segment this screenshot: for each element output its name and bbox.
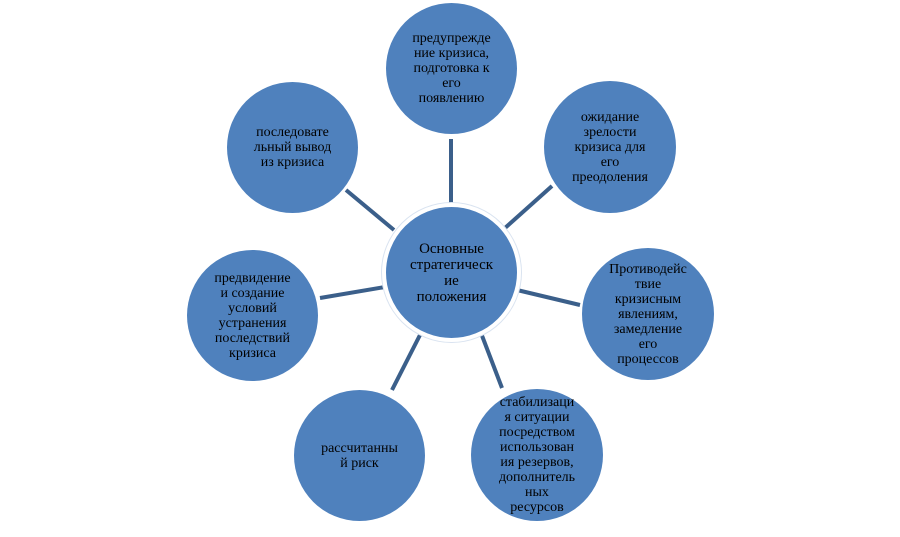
connector-left [319, 285, 386, 300]
center-node: Основные стратегическ ие положения [382, 203, 521, 342]
connector-upper-right [503, 184, 554, 230]
node-upper-right-label: ожидание зрелости кризиса для его преодо… [572, 109, 648, 185]
node-top: предупрежде ние кризиса, подготовка к ег… [386, 3, 517, 134]
node-top-label: предупрежде ние кризиса, подготовка к ег… [412, 31, 491, 106]
node-upper-right: ожидание зрелости кризиса для его преодо… [544, 81, 676, 213]
center-node-label: Основные стратегическ ие положения [409, 240, 494, 305]
node-lower-right: стабилизаци я ситуации посредством испол… [471, 389, 603, 521]
node-upper-left: последовате льный вывод из кризиса [227, 82, 358, 213]
node-lower-left: рассчитанны й риск [294, 390, 425, 521]
connector-lower-right [479, 332, 504, 389]
node-lower-right-label: стабилизаци я ситуации посредством испол… [498, 395, 576, 515]
connector-lower-left [390, 334, 422, 391]
node-left: предвидение и создание условий устранени… [187, 250, 318, 381]
connector-right [516, 288, 581, 307]
node-upper-left-label: последовате льный вывод из кризиса [253, 125, 332, 170]
node-left-label: предвидение и создание условий устранени… [214, 270, 291, 361]
node-lower-left-label: рассчитанны й риск [321, 440, 398, 471]
node-right-label: Противодейс твие кризисным явлениям, зам… [609, 261, 687, 367]
connector-upper-left [344, 188, 396, 232]
node-right: Противодейс твие кризисным явлениям, зам… [582, 248, 714, 380]
